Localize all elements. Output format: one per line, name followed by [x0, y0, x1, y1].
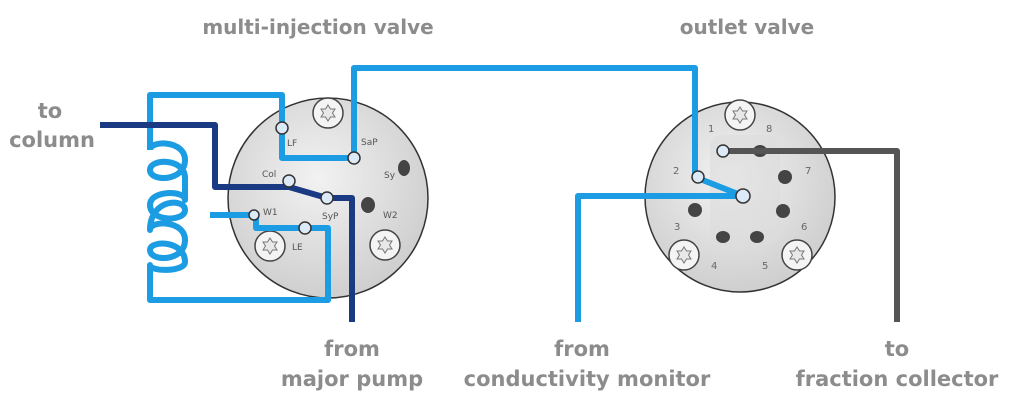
injection-valve-title: multi-injection valve: [202, 15, 433, 39]
label-from-major-pump: from major pump: [281, 337, 423, 391]
port-center: [735, 188, 751, 204]
port-label-col: Col: [262, 170, 276, 180]
label-to-fraction-collector: to fraction collector: [796, 337, 999, 391]
outlet-valve-title: outlet valve: [680, 15, 814, 39]
screw-icon: [668, 239, 700, 271]
port-label-le: LE: [292, 243, 303, 253]
screw-icon: [254, 230, 286, 262]
svg-text:major pump: major pump: [281, 367, 423, 391]
port-number-4: 4: [711, 261, 717, 272]
sample-loop-tubing: [147, 65, 745, 322]
port-label-w2: W2: [383, 211, 398, 221]
svg-text:fraction collector: fraction collector: [796, 367, 999, 391]
svg-text:from: from: [324, 337, 380, 361]
svg-text:to: to: [38, 99, 62, 123]
svg-text:from: from: [554, 337, 610, 361]
port-label-syp: SyP: [322, 212, 339, 222]
port-col: [282, 174, 296, 188]
svg-text:to: to: [885, 337, 909, 361]
port-sap: [347, 151, 361, 165]
screw-icon: [369, 229, 401, 261]
label-to-column: to column: [9, 99, 95, 152]
port-number-3: 3: [674, 222, 680, 233]
port-syp: [320, 191, 334, 205]
port-2: [691, 170, 705, 184]
fraction-collector-tubing: [723, 148, 900, 322]
port-1: [716, 144, 730, 158]
port-label-sy: Sy: [384, 171, 396, 181]
screw-icon: [312, 97, 344, 129]
port-lf: [275, 121, 289, 135]
port-hole-w2: [361, 197, 375, 213]
svg-text:column: column: [9, 128, 95, 152]
screw-icon: [724, 99, 756, 131]
port-label-sap: SaP: [361, 138, 378, 148]
port-number-6: 6: [801, 222, 807, 233]
port-hole-sy: [398, 160, 410, 176]
screw-icon: [781, 239, 813, 271]
port-le: [298, 221, 312, 235]
port-number-1: 1: [708, 124, 714, 135]
port-number-8: 8: [766, 124, 772, 135]
port-number-2: 2: [673, 166, 679, 177]
svg-text:conductivity monitor: conductivity monitor: [464, 367, 711, 391]
port-w1: [248, 209, 260, 221]
port-number-7: 7: [805, 166, 811, 177]
label-from-conductivity-monitor: from conductivity monitor: [464, 337, 711, 391]
port-label-lf: LF: [287, 139, 297, 149]
port-number-5: 5: [762, 261, 768, 272]
port-label-w1: W1: [263, 208, 278, 218]
